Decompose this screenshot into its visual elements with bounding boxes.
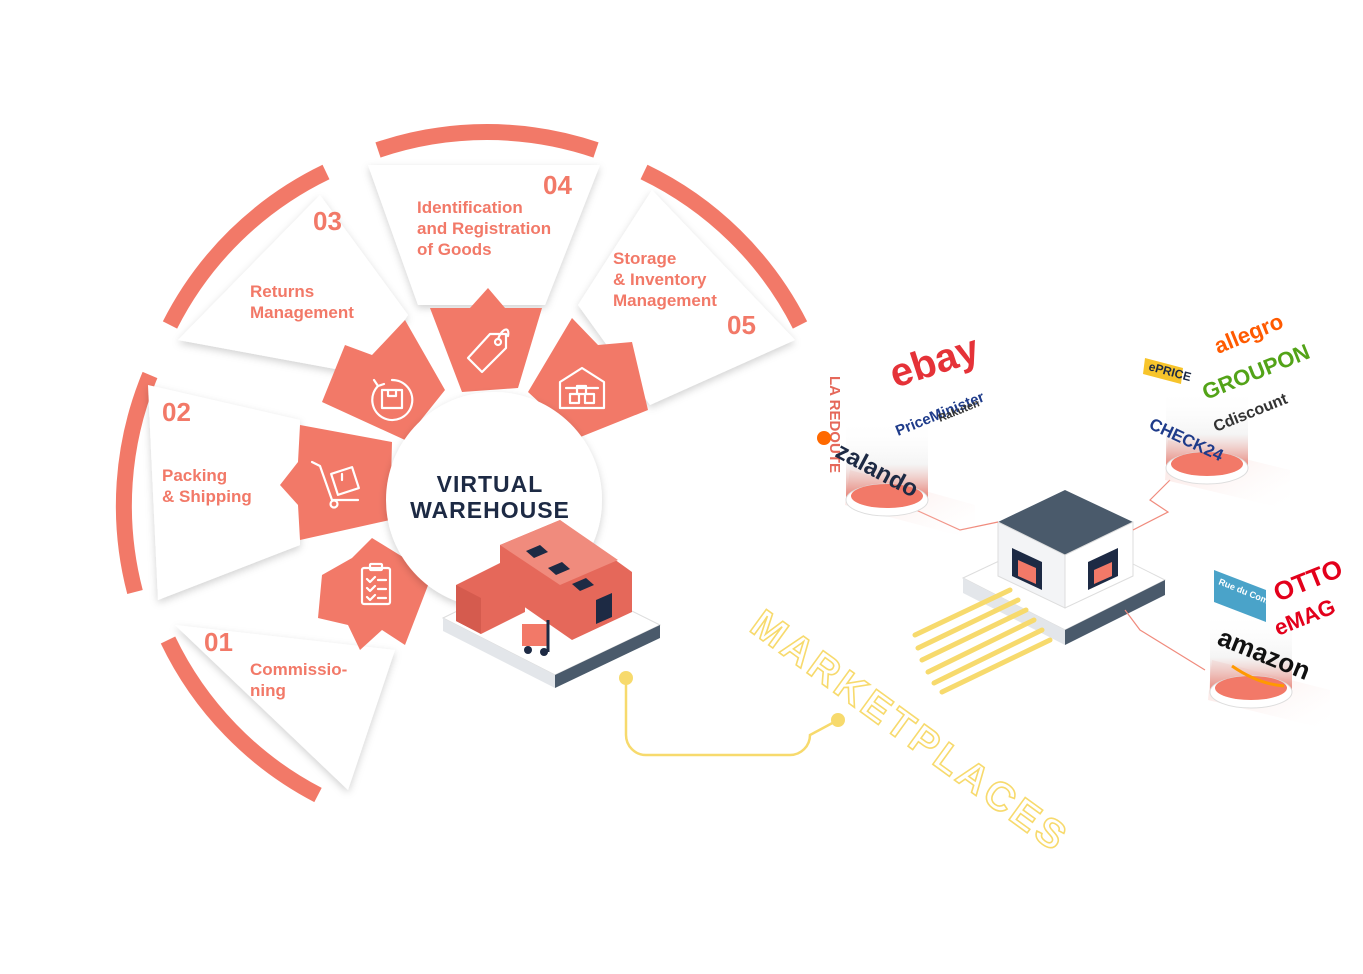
amazon-smile-icon bbox=[1231, 664, 1285, 688]
logo-otto: OTTO bbox=[1269, 553, 1347, 608]
box-return-arrow-icon bbox=[371, 378, 414, 422]
segment-01-label-line-2: ning bbox=[250, 681, 286, 700]
warehouse-illustration bbox=[441, 520, 662, 688]
connector-stripes bbox=[912, 587, 1053, 695]
central-hub-box bbox=[961, 490, 1167, 645]
clipboard-checklist-icon bbox=[360, 562, 392, 606]
segment-05-label-line-1: Storage bbox=[613, 249, 676, 268]
marketplace-group-2: ePRICE allegro GROUPON Cdiscount CHECK24 bbox=[1143, 308, 1313, 510]
segment-03-label-line-1: Returns bbox=[250, 282, 314, 301]
segment-04-label-line-2: and Registration bbox=[417, 219, 551, 238]
segment-04-label-line-3: of Goods bbox=[417, 240, 492, 259]
inner-segment-04 bbox=[430, 288, 542, 392]
outer-ring-arcs bbox=[115, 124, 808, 803]
segment-01-number: 01 bbox=[204, 627, 233, 657]
inner-segment-03 bbox=[322, 320, 445, 440]
hub-title-line-1: VIRTUAL bbox=[437, 471, 544, 497]
segment-04-label-line-1: Identification bbox=[417, 198, 523, 217]
segment-02-number: 02 bbox=[162, 397, 191, 427]
warehouse-connector-line bbox=[619, 671, 845, 757]
segment-05-label-line-3: Management bbox=[613, 291, 717, 310]
price-tag-icon bbox=[466, 328, 510, 374]
marketplaces-label: MARKETPLACES bbox=[743, 602, 1077, 862]
hub-title-line-2: WAREHOUSE bbox=[410, 497, 570, 523]
inner-segment-05 bbox=[528, 318, 648, 438]
segment-04-number: 04 bbox=[543, 170, 572, 200]
segment-01-label-line-1: Commissio- bbox=[250, 660, 347, 679]
segment-panel-04 bbox=[368, 165, 600, 305]
warehouse-house-icon bbox=[558, 366, 606, 410]
logo-ebay: ebay bbox=[884, 326, 985, 396]
logo-la-redoute: LA REDOUTE bbox=[826, 376, 843, 473]
segment-panel-03 bbox=[178, 195, 408, 375]
segment-05-label-line-2: & Inventory bbox=[613, 270, 707, 289]
marketplace-group-1: LA REDOUTE ebay PriceMinister Rakuten za… bbox=[817, 326, 987, 540]
segment-03-label-line-2: Management bbox=[250, 303, 354, 322]
segment-02-label-line-1: Packing bbox=[162, 466, 227, 485]
hand-truck-box-icon bbox=[310, 460, 360, 509]
segment-02-label-line-2: & Shipping bbox=[162, 487, 252, 506]
segment-panel-01 bbox=[175, 625, 395, 790]
marketplace-group-3: Rue du Commerce OTTO eMAG amazon bbox=[1208, 553, 1347, 730]
zalando-mark-icon bbox=[817, 431, 831, 445]
segment-03-number: 03 bbox=[313, 206, 342, 236]
segment-panel-02 bbox=[148, 385, 300, 600]
inner-segment-02 bbox=[280, 425, 392, 540]
segment-05-number: 05 bbox=[727, 310, 756, 340]
